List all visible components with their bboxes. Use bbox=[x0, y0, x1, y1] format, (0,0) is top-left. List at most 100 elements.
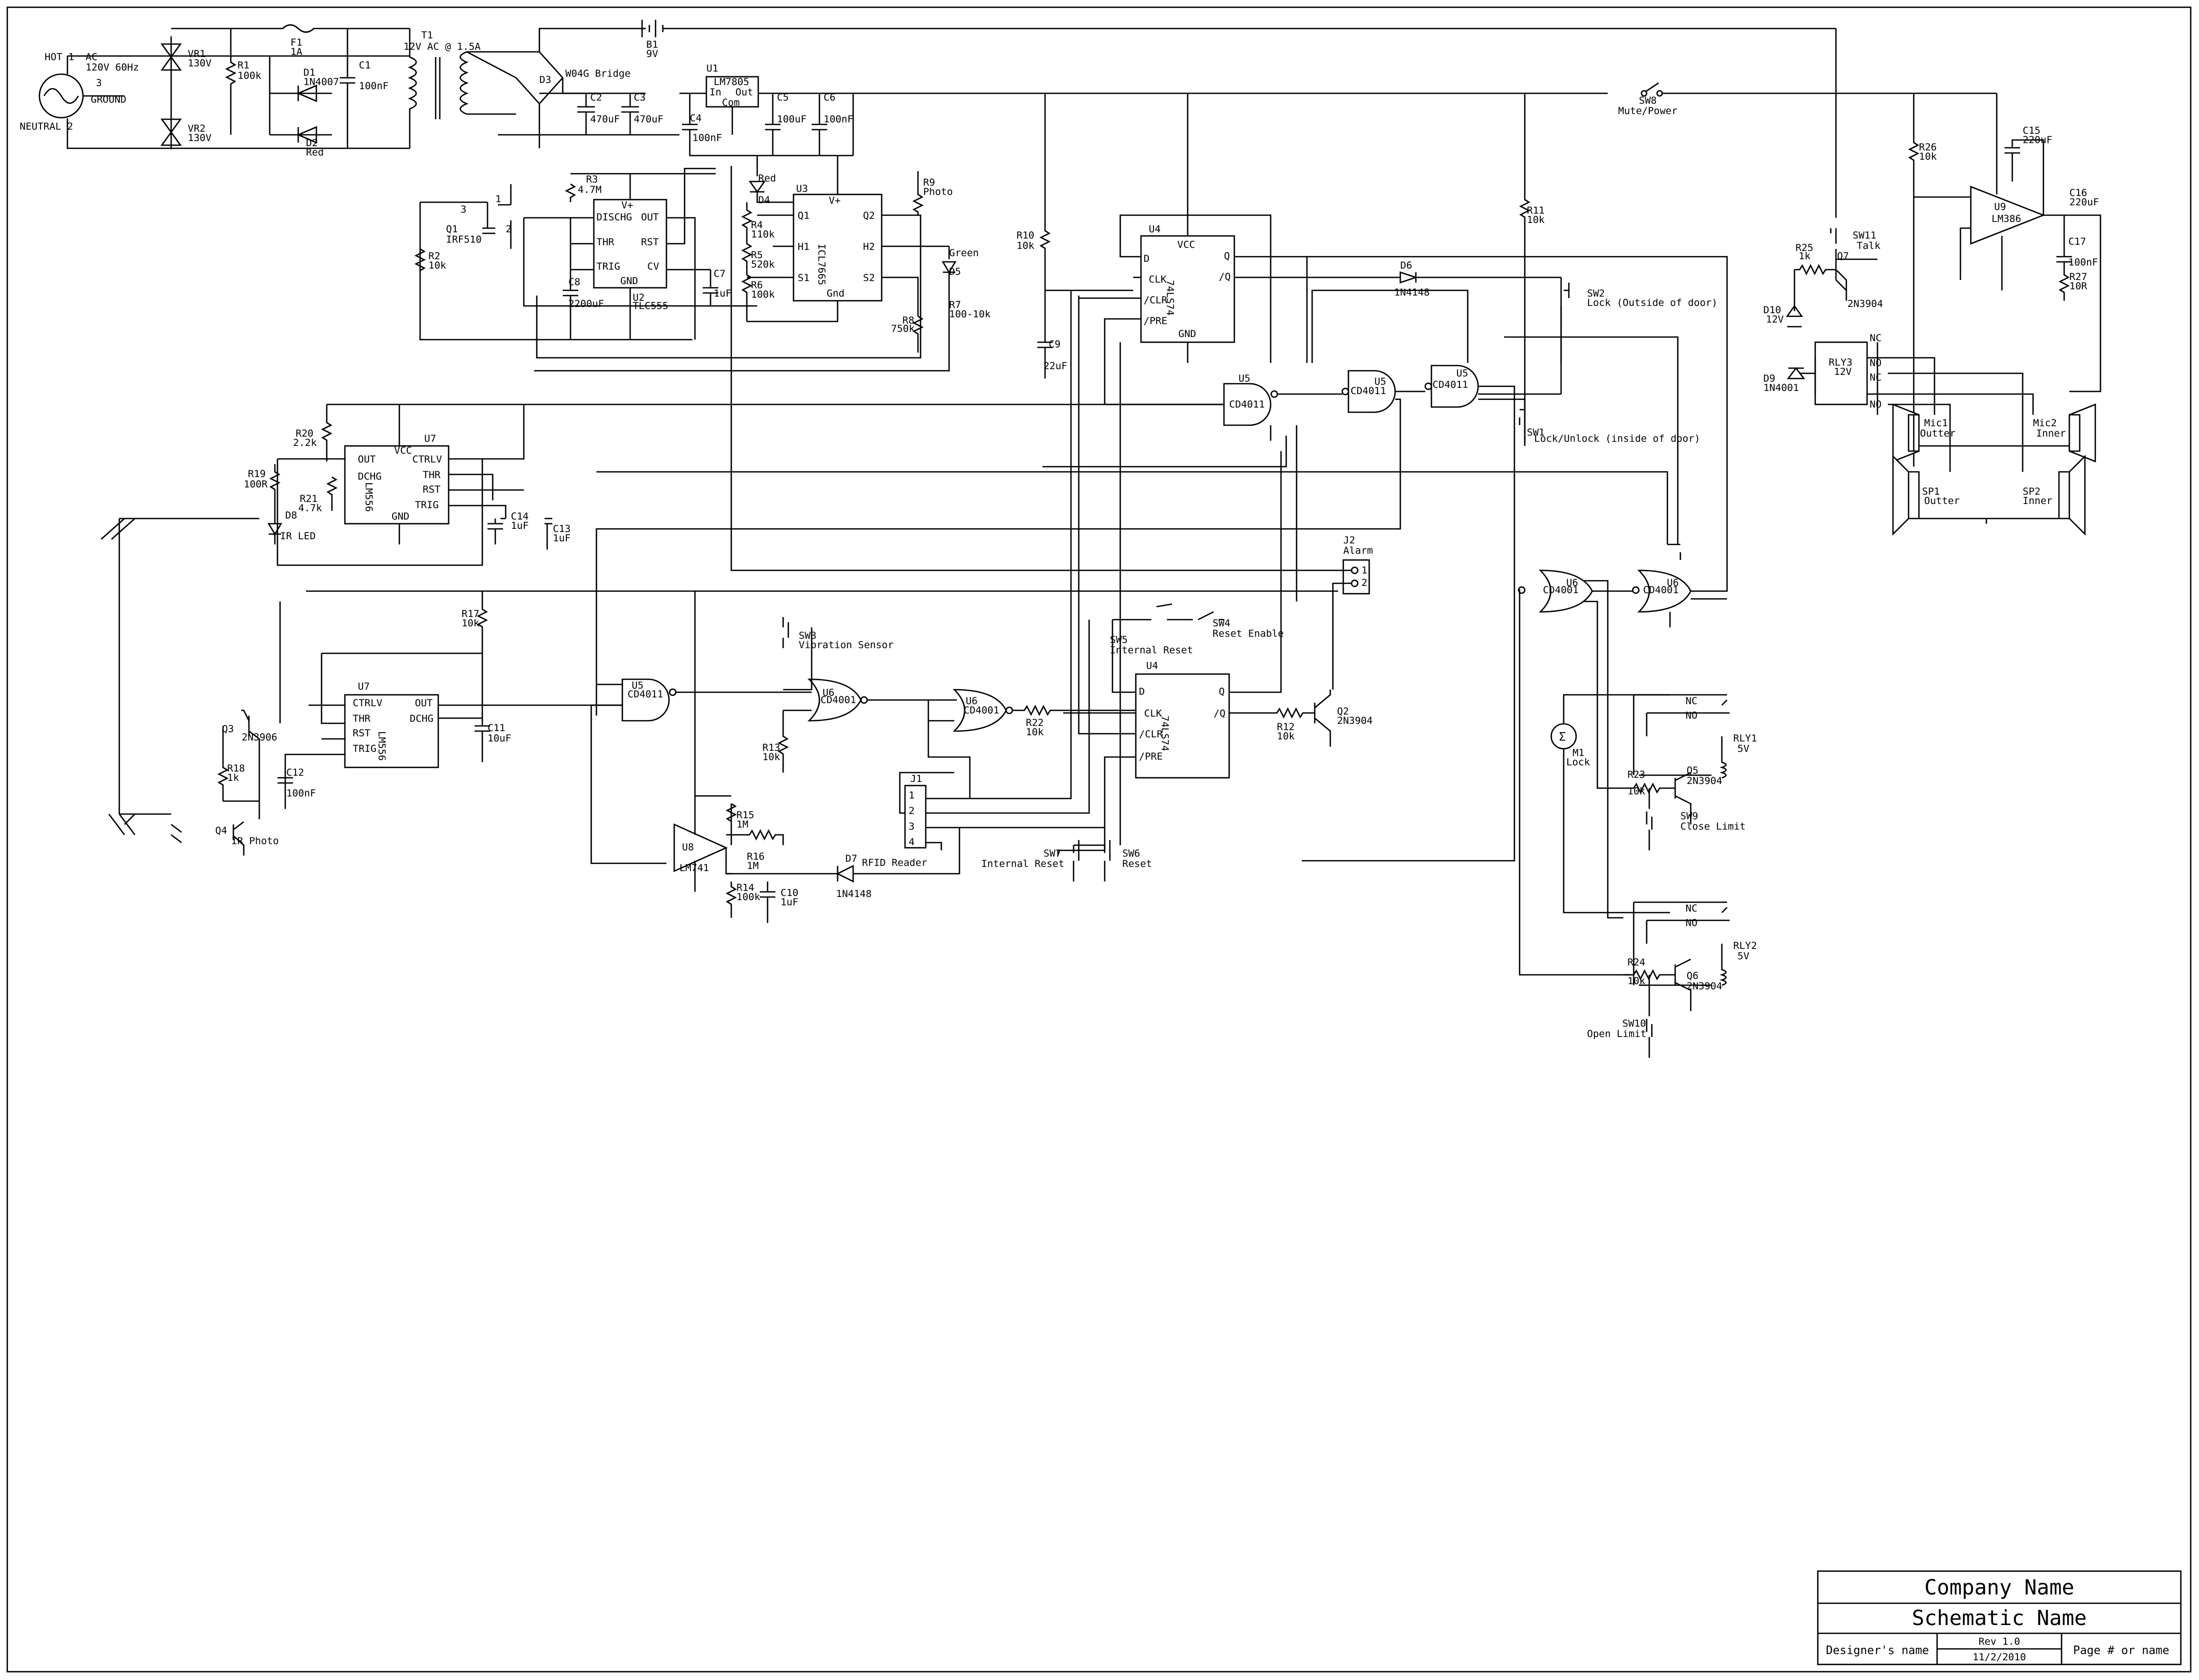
u7-lower-value: LM556 bbox=[376, 731, 387, 761]
r18-value: 1k bbox=[227, 772, 239, 783]
mic2-ref: Mic2 bbox=[2033, 417, 2057, 429]
u5-gate-b-ref: U5 bbox=[1374, 376, 1386, 387]
u7-upper-pin-rst: RST bbox=[423, 484, 440, 495]
d1-value: 1N4007 bbox=[303, 76, 339, 88]
bridge-label: W04G Bridge bbox=[565, 68, 631, 79]
r8-value: 750k bbox=[891, 323, 915, 334]
sp1-value: Outter bbox=[1924, 495, 1960, 507]
r1-ref: R1 bbox=[238, 60, 249, 71]
c10-ref: C10 bbox=[781, 887, 798, 899]
u7-lower-pin-ctrlv: CTRLV bbox=[353, 697, 382, 709]
u3-pin-s2: S2 bbox=[863, 272, 875, 284]
u6-gate-d-label: CD4001 bbox=[1643, 584, 1679, 596]
u4-upper-ref: U4 bbox=[1149, 223, 1161, 235]
u6-gate-c-ref: U6 bbox=[1566, 577, 1578, 589]
t1-ref: T1 bbox=[421, 30, 433, 41]
u3-pin-gnd: Gnd bbox=[827, 288, 844, 299]
d2-value: Red bbox=[306, 147, 324, 158]
sw1-ref: SW1 bbox=[1527, 427, 1544, 438]
d9-ref: D9 bbox=[1763, 373, 1775, 384]
c6-ref: C6 bbox=[824, 92, 836, 103]
u4-lower-pin-clk: CLK bbox=[1144, 708, 1162, 719]
sw8-ref: SW8 bbox=[1639, 95, 1657, 106]
c11-value: 10uF bbox=[488, 733, 511, 744]
rly1-no: NO bbox=[1686, 710, 1697, 721]
u7-timer-lower bbox=[344, 694, 439, 768]
vr1-ref: VR1 bbox=[188, 48, 205, 60]
u7-upper-pin-ctrlv: CTRLV bbox=[412, 454, 442, 465]
r25-ref: R25 bbox=[1796, 242, 1813, 254]
c3-value: 470uF bbox=[634, 114, 663, 125]
sp1-ref: SP1 bbox=[1922, 486, 1940, 497]
sw5-value: Internal Reset bbox=[1110, 645, 1193, 656]
r27-value: 10R bbox=[2069, 281, 2087, 292]
u3-pin-vplus: V+ bbox=[829, 195, 841, 206]
rly3-no-1: NO bbox=[1870, 357, 1882, 369]
sp2-ref: SP2 bbox=[2023, 486, 2040, 497]
u7-upper-pin-out: OUT bbox=[358, 454, 375, 465]
r20-ref: R20 bbox=[296, 428, 313, 439]
u7-upper-value: LM556 bbox=[363, 482, 374, 512]
c5-ref: C5 bbox=[777, 92, 789, 103]
c6-value: 100nF bbox=[824, 114, 853, 125]
r9-value: Photo bbox=[923, 186, 953, 198]
sw9-ref: SW9 bbox=[1680, 810, 1698, 822]
q2-ref: Q2 bbox=[1337, 706, 1349, 717]
u5-gate-a-ref: U5 bbox=[1238, 373, 1250, 384]
q6-value: 2N3904 bbox=[1687, 981, 1722, 992]
sw6-ref: SW6 bbox=[1122, 848, 1140, 859]
r21-value: 4.7k bbox=[298, 502, 322, 514]
r3-ref: R3 bbox=[586, 174, 598, 185]
rly2-ref: RLY2 bbox=[1733, 940, 1757, 951]
u8-opamp bbox=[673, 823, 728, 873]
sw8-value: Mute/Power bbox=[1618, 105, 1677, 117]
r26-ref: R26 bbox=[1919, 142, 1937, 153]
u6-gate-d bbox=[1637, 569, 1692, 613]
m1-ref: M1 bbox=[1572, 747, 1584, 759]
q3-value: 2N3906 bbox=[242, 732, 277, 743]
r8-ref: R8 bbox=[902, 315, 914, 326]
u1-regulator bbox=[705, 76, 759, 108]
c11-ref: C11 bbox=[488, 722, 505, 734]
d2-ref: D2 bbox=[306, 137, 318, 149]
q6-ref: Q6 bbox=[1687, 970, 1699, 982]
u4-flipflop-upper bbox=[1140, 235, 1235, 343]
sheet-border bbox=[6, 6, 2192, 1673]
rly3-ref: RLY3 bbox=[1829, 357, 1853, 368]
r22-value: 10k bbox=[1026, 726, 1044, 738]
u3-ref: U3 bbox=[796, 183, 808, 194]
ac-rating-label: 120V 60Hz bbox=[86, 62, 139, 73]
r27-ref: R27 bbox=[2069, 271, 2087, 283]
u1-ref: U1 bbox=[706, 63, 718, 74]
sw7-ref: SW7 bbox=[1043, 848, 1061, 859]
r15-value: 1M bbox=[736, 819, 748, 830]
u6-gate-a bbox=[807, 678, 862, 722]
b1-value: 9V bbox=[646, 48, 658, 60]
u6-gate-a-label: CD4001 bbox=[820, 694, 856, 706]
r22-ref: R22 bbox=[1026, 717, 1043, 729]
u5-gate-d bbox=[621, 678, 670, 722]
f1-value: 1A bbox=[290, 46, 302, 58]
title-block: Company Name Schematic Name Designer's n… bbox=[1817, 1570, 2182, 1665]
c12-value: 100nF bbox=[286, 788, 316, 799]
u3-pin-q2: Q2 bbox=[863, 210, 875, 221]
d10-value: 12V bbox=[1766, 314, 1784, 325]
u3-pin-h2: H2 bbox=[863, 241, 875, 253]
j1-pin4: 4 bbox=[909, 836, 914, 848]
q7-value: 2N3904 bbox=[1847, 298, 1883, 310]
u7-upper-pin-trig: TRIG bbox=[415, 499, 439, 511]
u2-pin-thr: THR bbox=[596, 236, 615, 248]
rly2-nc: NC bbox=[1686, 903, 1697, 914]
u7-lower-ref: U7 bbox=[358, 681, 370, 692]
u7-lower-pin-dchg: DCHG bbox=[410, 713, 434, 724]
u9-ref: U9 bbox=[1994, 201, 2006, 213]
r6-ref: R6 bbox=[751, 279, 763, 291]
c13-ref: C13 bbox=[553, 523, 570, 535]
u6-gate-c-label: CD4001 bbox=[1543, 584, 1579, 596]
j2-alarm-connector bbox=[1342, 559, 1370, 595]
d4-value: Red bbox=[758, 173, 776, 184]
rly1-ref: RLY1 bbox=[1733, 733, 1757, 744]
q5-ref: Q5 bbox=[1687, 765, 1699, 776]
d1-ref: D1 bbox=[303, 67, 315, 78]
j2-pin2: 2 bbox=[1361, 577, 1367, 589]
